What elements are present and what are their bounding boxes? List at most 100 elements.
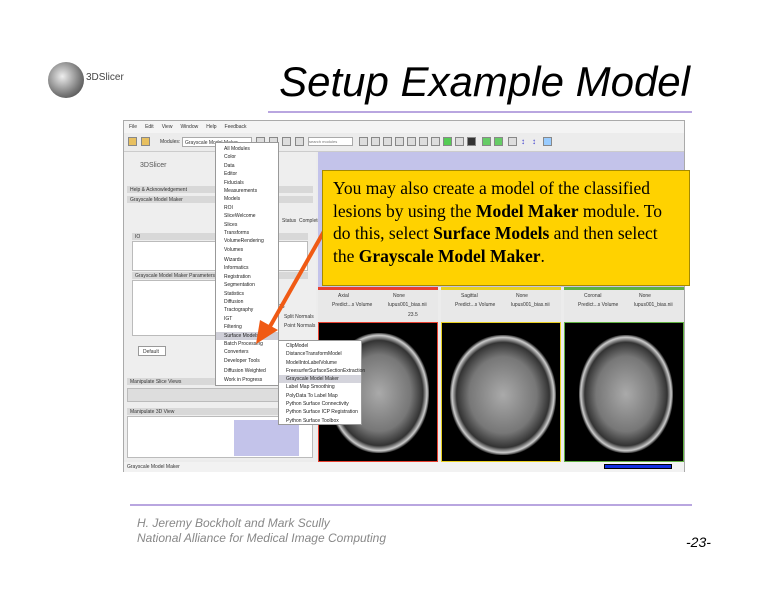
menu-edit[interactable]: Edit [145, 124, 154, 130]
submenu-item[interactable]: FreesurferSurfaceSectionExtraction [286, 367, 366, 374]
submenu-item[interactable]: Python Surface Toolbox [286, 417, 339, 424]
sagittal-slice-view[interactable] [441, 322, 561, 462]
menu-item[interactable]: Color [224, 154, 236, 161]
view3d-thumbnail[interactable] [234, 420, 299, 456]
coronal-slice-view[interactable] [564, 322, 684, 462]
menu-item[interactable]: Data [224, 162, 235, 169]
axial-offset[interactable]: 23.5 [408, 312, 418, 318]
menu-item[interactable]: Developer Tools [224, 357, 260, 364]
menu-item[interactable]: Informatics [224, 265, 249, 272]
callout-text: You may also create a model of the class… [333, 178, 651, 221]
split-normals-checkbox[interactable]: Split Normals [284, 314, 314, 320]
menu-item[interactable]: Diffusion [224, 299, 244, 306]
menu-item[interactable]: Surface Models [216, 331, 278, 340]
volumes-icon[interactable] [395, 137, 404, 146]
axial-label[interactable]: lupus001_bias.nii [388, 302, 427, 308]
menu-item[interactable]: Models [224, 196, 241, 203]
menu-item[interactable]: Registration [224, 273, 251, 280]
footer-org: National Alliance for Medical Image Comp… [137, 531, 387, 545]
default-button[interactable]: Default [138, 346, 166, 356]
transforms-icon[interactable] [419, 137, 428, 146]
menu-item[interactable]: Slices [224, 221, 238, 228]
save-icon[interactable] [141, 137, 150, 146]
menu-item[interactable]: Filtering [224, 324, 242, 331]
load-icon[interactable] [128, 137, 137, 146]
search-modules-input[interactable] [308, 137, 353, 146]
pin2-icon[interactable]: ↕ [532, 137, 536, 146]
menu-item[interactable]: Segmentation [224, 282, 255, 289]
view3d-section[interactable]: Manipulate 3D View [127, 408, 313, 415]
menu-file[interactable]: File [129, 124, 138, 130]
gear-icon[interactable] [295, 137, 304, 146]
editor-icon[interactable] [443, 137, 452, 146]
menu-item[interactable]: Work in Progress [224, 376, 263, 383]
submenu-item[interactable]: Python Surface ICP Registration [286, 409, 358, 416]
coronal-fg[interactable]: None [639, 293, 651, 299]
point-normals-checkbox[interactable]: Point Normals [284, 323, 316, 329]
pin-icon[interactable]: ↕ [521, 137, 525, 146]
menu-feedback[interactable]: Feedback [224, 124, 247, 130]
axial-controls: Axial None Predict...s Volume lupus001_b… [318, 287, 438, 322]
menu-item[interactable]: Tractography [224, 307, 254, 314]
menu-window[interactable]: Window [180, 124, 199, 130]
fiducials-icon[interactable] [431, 137, 440, 146]
callout-text: and then select the [333, 223, 658, 266]
submenu-item[interactable]: Python Surface Connectivity [286, 401, 349, 408]
submenu-item[interactable]: Grayscale Model Maker [279, 375, 361, 384]
layout-icon[interactable] [282, 137, 291, 146]
page-number: -23- [686, 534, 711, 550]
redo-icon[interactable] [494, 137, 503, 146]
menu-item[interactable]: Transforms [224, 229, 250, 236]
home-icon[interactable] [371, 137, 380, 146]
sagittal-label[interactable]: lupus001_bias.nii [511, 302, 550, 308]
sagittal-fg[interactable]: None [516, 293, 528, 299]
refresh-icon[interactable] [543, 137, 552, 146]
submenu-item[interactable]: ClipModel [286, 343, 309, 349]
params-box [132, 280, 222, 336]
menu-help[interactable]: Help [206, 124, 217, 130]
menu-item[interactable]: SliceWelcome [224, 213, 256, 220]
axial-orientation[interactable]: Axial [338, 293, 349, 299]
menu-item[interactable]: Volumes [224, 246, 244, 253]
menu-item[interactable]: VolumeRendering [224, 238, 264, 245]
sagittal-orientation[interactable]: Sagittal [461, 293, 478, 299]
coronal-bg[interactable]: Predict...s Volume [578, 302, 619, 308]
measure-icon[interactable] [455, 137, 464, 146]
menu-item[interactable]: Editor [224, 171, 238, 178]
menu-view[interactable]: View [161, 124, 173, 130]
sagittal-bg[interactable]: Predict...s Volume [455, 302, 496, 308]
menu-item[interactable]: Measurements [224, 187, 258, 194]
data-icon[interactable] [383, 137, 392, 146]
menu-item[interactable]: Fiducials [224, 179, 244, 186]
orange-arrow-head-icon [256, 320, 278, 344]
menu-item[interactable]: All Modules [224, 146, 250, 152]
coronal-orientation[interactable]: Coronal [584, 293, 602, 299]
view-icon[interactable] [359, 137, 368, 146]
callout-box: You may also create a model of the class… [322, 170, 690, 286]
axial-bg[interactable]: Predict...s Volume [332, 302, 373, 308]
menu-item[interactable]: Wizards [224, 257, 243, 264]
footer-authors: H. Jeremy Bockholt and Mark Scully [137, 516, 330, 530]
submenu-item[interactable]: ModelIntoLabelVolume [286, 359, 337, 366]
coronal-controls: Coronal None Predict...s Volume lupus001… [564, 287, 684, 322]
callout-text: . [540, 245, 545, 266]
submenu-item[interactable]: DistanceTransformModel [286, 351, 342, 358]
layout-view-icon[interactable] [508, 137, 517, 146]
submenu-item[interactable]: PolyData To Label Map [286, 392, 338, 399]
menu-item[interactable]: IGT [224, 315, 233, 322]
logo-sphere-icon [48, 62, 84, 98]
menu-item[interactable]: Diffusion Weighted [224, 368, 266, 375]
menu-item[interactable]: ROI [224, 204, 233, 211]
axial-fg[interactable]: None [393, 293, 405, 299]
undo-icon[interactable] [482, 137, 491, 146]
coronal-label[interactable]: lupus001_bias.nii [634, 302, 673, 308]
menu-item[interactable]: Statistics [224, 290, 245, 297]
status-value: Completed [299, 218, 324, 224]
menu-item[interactable]: Batch Processing [224, 340, 263, 347]
submenu-item[interactable]: Label Map Smoothing [286, 384, 335, 391]
colors-icon[interactable] [467, 137, 476, 146]
menu-item[interactable]: Converters [224, 349, 249, 356]
models-icon[interactable] [407, 137, 416, 146]
